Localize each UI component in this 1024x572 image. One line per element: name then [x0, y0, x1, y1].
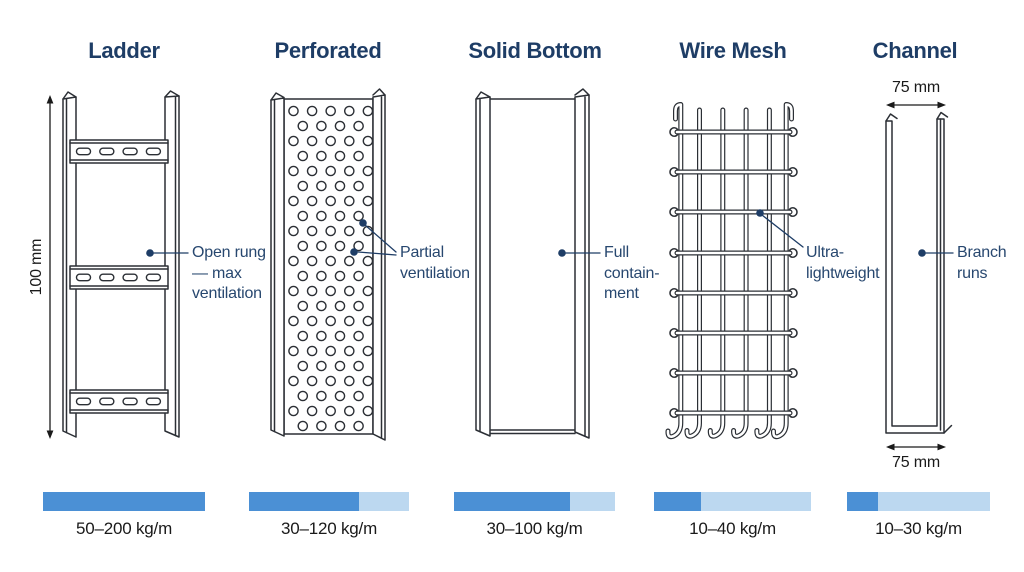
annotation-solid-bottom: Full contain- ment — [604, 244, 660, 302]
perforated-drawing — [270, 88, 386, 441]
annotation-perforated: Partial ventilation — [400, 244, 470, 282]
ladder-drawing — [46, 90, 180, 439]
solid-bottom-drawing — [475, 88, 590, 439]
annotation-wire-mesh: Ultra- lightweight — [806, 244, 880, 282]
load-bar-fill — [654, 492, 702, 511]
load-label-channel: 10–30 kg/m — [875, 519, 962, 538]
annotation-leaders — [153, 214, 954, 256]
load-label-wire-mesh: 10–40 kg/m — [689, 519, 776, 538]
load-label-perforated: 30–120 kg/m — [280, 519, 378, 538]
load-bar-wire-mesh — [654, 492, 811, 511]
load-label-ladder: 50–200 kg/m — [75, 519, 173, 538]
title-ladder: Ladder — [88, 38, 160, 63]
dimension-channel-top-width: 75 mm — [892, 79, 940, 96]
title-wire-mesh: Wire Mesh — [679, 38, 787, 63]
load-bar-ladder — [43, 492, 205, 511]
load-bar-channel — [847, 492, 990, 511]
annotation-channel: Branch runs — [957, 244, 1007, 282]
title-solid-bottom: Solid Bottom — [468, 38, 602, 63]
load-bar-perforated — [249, 492, 409, 511]
load-bar-fill — [847, 492, 879, 511]
load-bar-fill — [249, 492, 360, 511]
title-perforated: Perforated — [274, 38, 382, 63]
load-bar-fill — [43, 492, 205, 511]
load-bar-solid-bottom — [454, 492, 615, 511]
wire-mesh-drawing — [665, 102, 798, 440]
title-channel: Channel — [872, 38, 958, 63]
dimension-ladder-height: 100 mm — [28, 238, 45, 296]
dimension-channel-bottom-width: 75 mm — [892, 454, 940, 471]
channel-drawing — [885, 101, 953, 451]
load-label-solid-bottom: 30–100 kg/m — [486, 519, 583, 538]
annotation-ladder: Open rung — max ventilation — [192, 244, 266, 302]
load-bar-fill — [454, 492, 570, 511]
